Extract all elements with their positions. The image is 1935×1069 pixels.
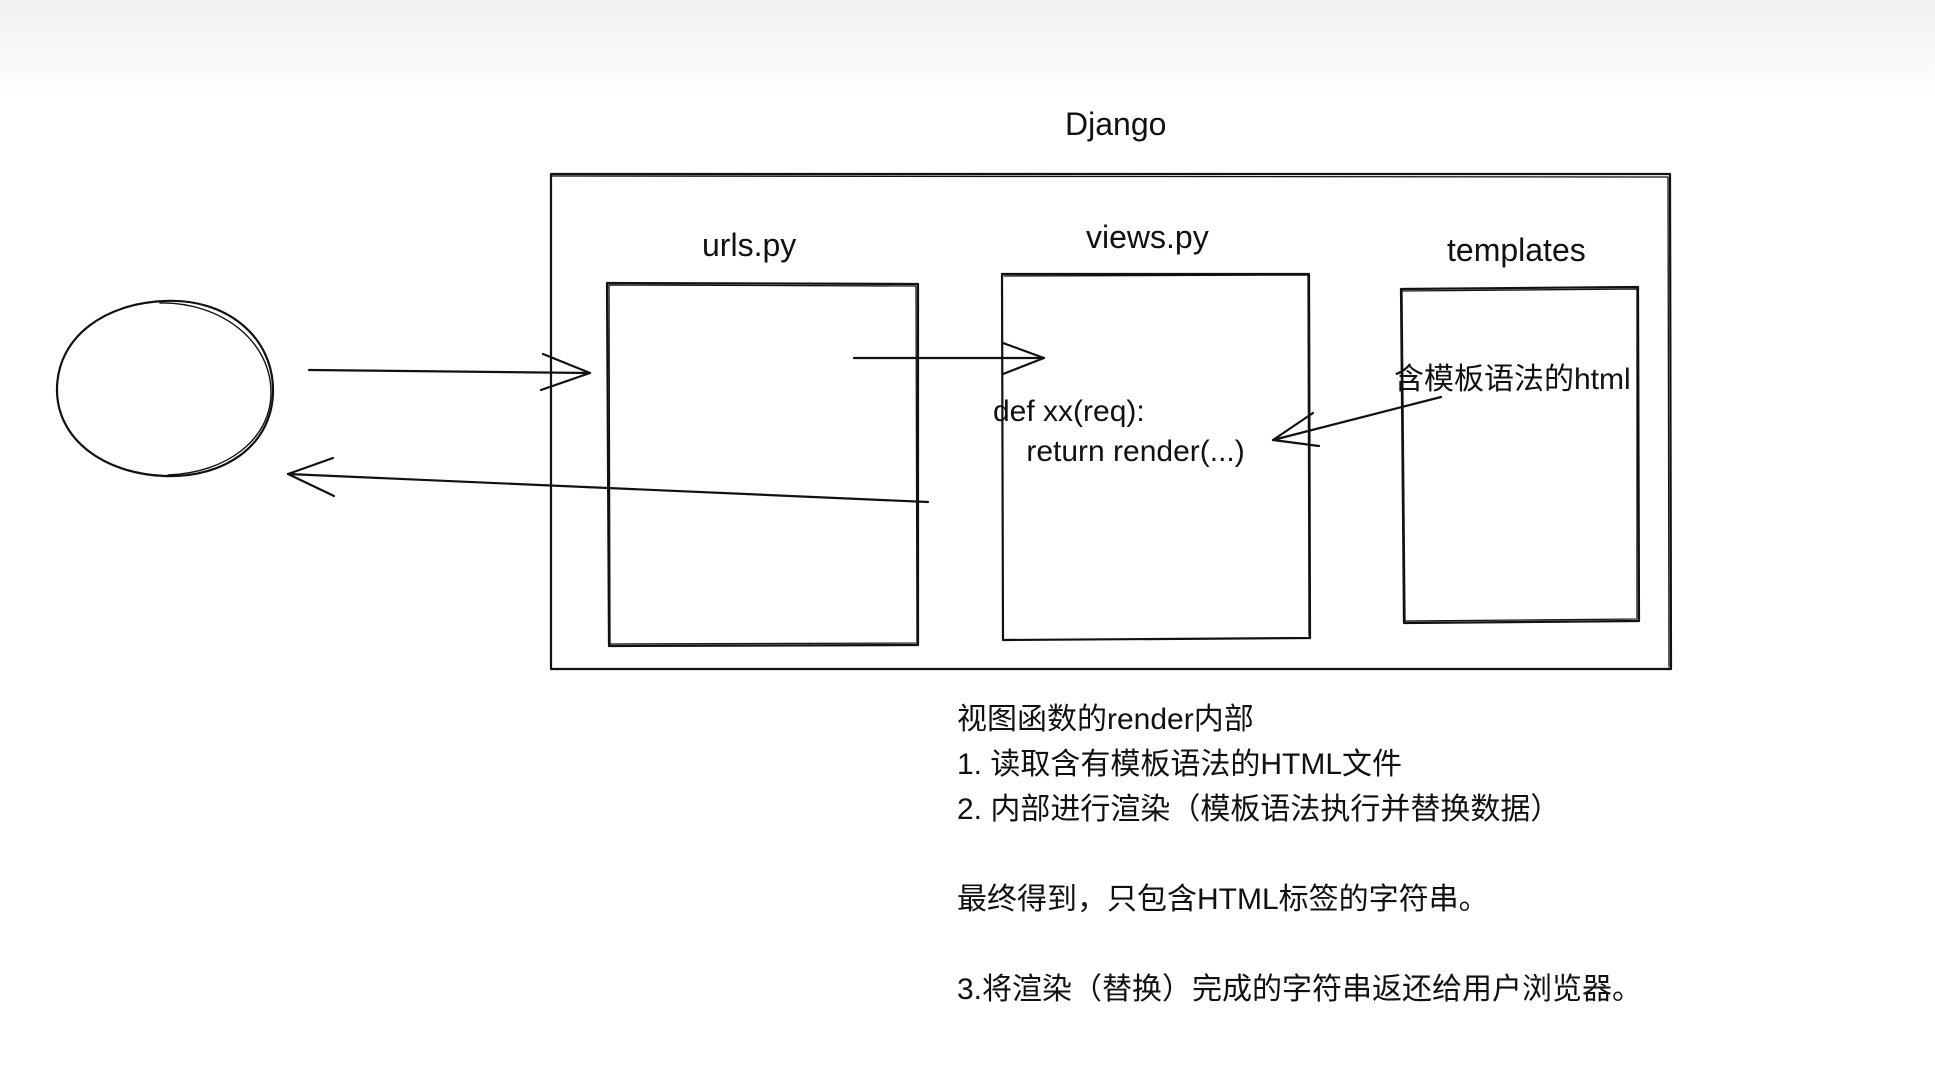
views-code-line: return render(...) [993, 435, 1245, 468]
notes-line: 最终得到，只包含HTML标签的字符串。 [957, 883, 1489, 916]
notes-line [957, 922, 1642, 967]
views-code-line: def xx(req): [993, 395, 1145, 428]
templates-content-label: 含模板语法的html [1394, 363, 1631, 396]
views-code: def xx(req): return render(...) [993, 392, 1245, 472]
views-box [1000, 272, 1312, 642]
notes-line: 2. 内部进行渲染（模板语法执行并替换数据） [957, 793, 1561, 826]
notes-line: 视图函数的render内部 [957, 703, 1254, 736]
notes-line: 3.将渲染（替换）完成的字符串返还给用户浏览器。 [957, 973, 1643, 1006]
django-container [549, 172, 1673, 671]
templates-label: templates [1447, 232, 1586, 268]
request-arrow [307, 352, 592, 392]
render-notes: 视图函数的render内部 1. 读取含有模板语法的HTML文件 2. 内部进行… [957, 697, 1642, 1012]
templates-box [1399, 285, 1641, 625]
urls-label: urls.py [702, 227, 797, 263]
user-browser-circle [55, 299, 275, 478]
notes-line [957, 832, 1642, 877]
template-load-arrow [1271, 395, 1443, 448]
route-arrow [852, 341, 1046, 376]
notes-line: 1. 读取含有模板语法的HTML文件 [957, 748, 1403, 781]
urls-box [605, 281, 920, 648]
django-title: Django [1065, 106, 1167, 142]
response-arrow [286, 456, 930, 504]
views-label: views.py [1086, 219, 1209, 255]
